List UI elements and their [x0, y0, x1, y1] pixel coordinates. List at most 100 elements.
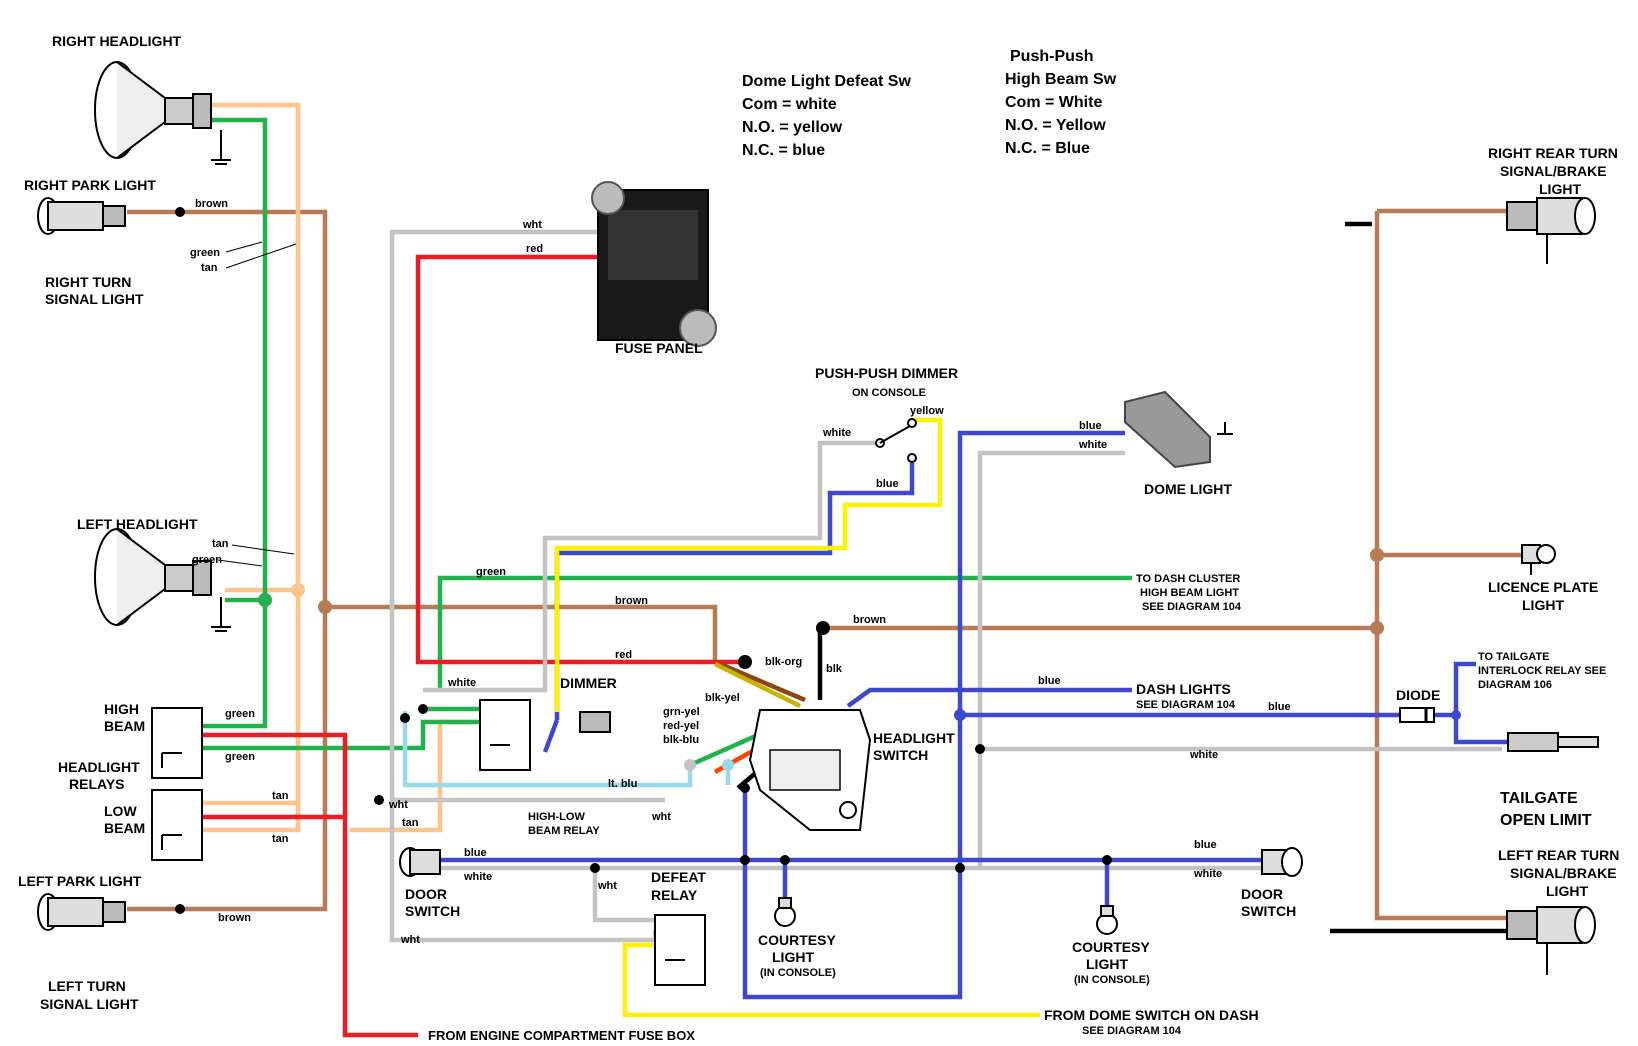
- leader-line: [217, 559, 263, 567]
- low-beam-relay-icon: [151, 789, 203, 861]
- wire-label-blue: blue: [1038, 675, 1061, 687]
- blue-wire-dimmer: [542, 719, 560, 753]
- wire-labels: brown green tan tan green green green ta…: [190, 198, 1291, 946]
- junction-dot: [258, 593, 272, 607]
- low-beam-label-2: BEAM: [104, 820, 145, 836]
- left-door-switch-label-1: DOOR: [405, 886, 447, 902]
- blue-wire-tailgate-switch: [1453, 715, 1510, 745]
- left-door-switch-icon: [399, 847, 441, 877]
- wire-label-blue: blue: [1079, 420, 1102, 432]
- left-park-light-icon: [37, 893, 126, 931]
- component-labels: RIGHT HEADLIGHT RIGHT PARK LIGHT RIGHT T…: [18, 33, 1619, 1043]
- yellow-wire-push-push: [554, 417, 943, 712]
- courtesy-left-label-1: COURTESY: [758, 932, 836, 948]
- headlight-switch-label-1: HEADLIGHT: [873, 730, 955, 746]
- right-headlight-label: RIGHT HEADLIGHT: [52, 33, 182, 49]
- wire-label-green: green: [190, 247, 220, 259]
- junction-dot: [780, 855, 790, 865]
- headlight-switch-label-2: SWITCH: [873, 747, 928, 763]
- wire-label-blk-org: blk-org: [765, 656, 802, 668]
- defeat-relay-label-1: DEFEAT: [651, 869, 706, 885]
- junction-dot: [975, 744, 985, 754]
- junction-dot: [738, 655, 752, 669]
- right-rear-label-1: RIGHT REAR TURN: [1488, 145, 1618, 161]
- push-push-note-5: N.C. = Blue: [1005, 140, 1090, 157]
- right-door-switch-label-2: SWITCH: [1241, 903, 1296, 919]
- wire-label-white: white: [1193, 868, 1222, 880]
- blk-org-wire: [719, 661, 806, 703]
- wire-label-blue: blue: [1268, 701, 1291, 713]
- high-beam-label-2: BEAM: [104, 718, 145, 734]
- wires: [127, 102, 1530, 1038]
- high-low-beam-relay-icon: [479, 699, 531, 771]
- defeat-relay-icon: [654, 914, 706, 986]
- right-courtesy-light-icon: [1096, 905, 1118, 935]
- junction-dot: [684, 759, 696, 771]
- junction-dot: [955, 863, 965, 873]
- left-turn-label-1: LEFT TURN: [48, 978, 126, 994]
- junction-dot: [1102, 855, 1112, 865]
- brown-wire-right-park: [127, 209, 328, 912]
- from-dome-switch-label-2: SEE DIAGRAM 104: [1082, 1025, 1182, 1037]
- leader-line: [225, 241, 263, 253]
- white-wire-dome: [977, 450, 1125, 868]
- wire-label-green: green: [192, 554, 222, 566]
- tailgate-open-label-1: TAILGATE: [1500, 790, 1578, 807]
- wire-label-brown: brown: [853, 614, 886, 626]
- courtesy-right-label-1: COURTESY: [1072, 939, 1150, 955]
- wire-label-tan: tan: [272, 833, 289, 845]
- junction-dot: [590, 863, 600, 873]
- dome-defeat-note-1: Dome Light Defeat Sw: [742, 73, 911, 90]
- push-push-note-2: High Beam Sw: [1005, 71, 1117, 88]
- wire-label-wht: wht: [522, 219, 542, 231]
- yellow-wire-dome-switch: [622, 942, 1040, 1018]
- wire-label-brown: brown: [195, 198, 228, 210]
- wire-label-green: green: [225, 708, 255, 720]
- white-wire-fuse: [389, 229, 665, 803]
- from-dome-switch-label-1: FROM DOME SWITCH ON DASH: [1044, 1007, 1259, 1023]
- red-wire-relays: [190, 732, 418, 1038]
- right-turn-label-2: SIGNAL LIGHT: [45, 291, 144, 307]
- left-rear-light-icon: [1506, 906, 1596, 975]
- blue-wire-tailgate-relay: [1453, 661, 1476, 715]
- right-door-switch-label-1: DOOR: [1241, 886, 1283, 902]
- wire-label-yellow: yellow: [910, 405, 944, 417]
- brown-wire-main-crossover: [325, 604, 718, 664]
- low-beam-label-1: LOW: [104, 803, 137, 819]
- wire-label-wht: wht: [597, 880, 617, 892]
- junction-dot: [816, 621, 830, 635]
- headlight-switch-icon: [748, 709, 872, 831]
- push-push-note-4: N.O. = Yellow: [1005, 117, 1106, 134]
- diode-icon: [1399, 707, 1435, 723]
- right-door-switch-icon: [1261, 847, 1303, 877]
- junction-dot: [740, 855, 750, 865]
- junction-dot: [954, 709, 966, 721]
- dash-lights-label-1: DASH LIGHTS: [1136, 681, 1231, 697]
- left-door-switch-label-2: SWITCH: [405, 903, 460, 919]
- dome-defeat-note-4: N.C. = blue: [742, 142, 825, 159]
- wire-label-white: white: [447, 677, 476, 689]
- fuse-panel-label: FUSE PANEL: [615, 340, 703, 356]
- push-push-switch-icon: [875, 418, 917, 463]
- white-wire-relay-top: [423, 440, 880, 693]
- wire-label-tan: tan: [402, 817, 419, 829]
- wire-label-blue: blue: [1194, 839, 1217, 851]
- junction-dot: [418, 704, 428, 714]
- licence-label-2: LIGHT: [1522, 597, 1564, 613]
- headlight-relays-label-2: RELAYS: [69, 776, 125, 792]
- high-low-relay-label-1: HIGH-LOW: [528, 811, 585, 823]
- junction-dot: [291, 583, 305, 597]
- high-beam-label-1: HIGH: [104, 701, 139, 717]
- brown-wire-rear-vertical: [1374, 211, 1507, 921]
- left-park-light-label: LEFT PARK LIGHT: [18, 873, 142, 889]
- right-headlight-icon: [94, 61, 231, 165]
- left-turn-label-2: SIGNAL LIGHT: [40, 996, 139, 1012]
- dome-defeat-note-3: N.O. = yellow: [742, 119, 843, 136]
- tailgate-open-label-2: OPEN LIMIT: [1500, 812, 1592, 829]
- wire-label-lt-blu: lt. blu: [608, 778, 637, 790]
- wire-label-red-yel: red-yel: [663, 720, 699, 732]
- tailgate-relay-label-1: TO TAILGATE: [1478, 651, 1550, 663]
- on-console-label: ON CONSOLE: [852, 387, 926, 399]
- wire-label-brown: brown: [218, 912, 251, 924]
